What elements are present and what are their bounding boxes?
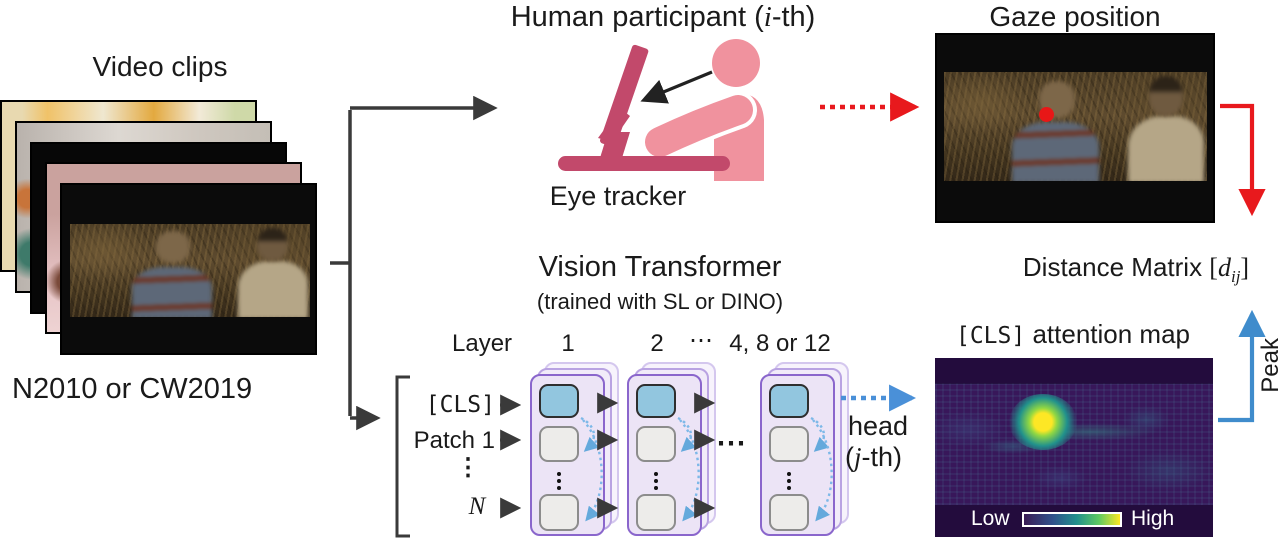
attention-arcs (580, 416, 603, 522)
distance-matrix-label: Distance Matrix [dij] (1022, 252, 1250, 287)
patch-token-1 (539, 426, 579, 462)
head-suffix: -th) (861, 442, 903, 472)
vertical-ellipsis-dots-icon (654, 469, 658, 493)
transformer-block-final (760, 361, 852, 539)
child-left-figure (1012, 122, 1100, 181)
branch-arrow-black (330, 95, 498, 431)
head-index-label: (j-th) (845, 443, 902, 471)
peak-arrow (1218, 309, 1266, 423)
child-right-head (257, 227, 289, 262)
vit-subtitle: (trained with SL or DINO) (536, 289, 784, 314)
child-right-figure (238, 261, 308, 317)
child-right-figure (1128, 115, 1205, 181)
attention-arcs (810, 416, 833, 522)
vertical-ellipsis-dots-icon (557, 469, 561, 493)
transformer-block-layer2 (627, 361, 719, 539)
child-left-figure (132, 266, 212, 317)
cls-token (539, 384, 579, 418)
eye-tracker-icon (558, 39, 764, 181)
child-left-head (156, 231, 190, 264)
gaze-position-title: Gaze position (989, 1, 1161, 32)
layer-tick-3: 4, 8 or 12 (729, 330, 831, 357)
vertical-ellipsis-dots-icon (787, 469, 791, 493)
cls-token-label: [CLS] (426, 392, 495, 417)
colorbar-high-label: High (1131, 507, 1175, 530)
red-gaze-dot-icon (1038, 106, 1054, 122)
attention-title-cls: [CLS] (955, 323, 1026, 349)
attention-arcs (677, 416, 700, 522)
block-front (530, 374, 605, 536)
token-bracket (395, 375, 410, 538)
token-n-label: N (468, 493, 486, 520)
gaze-scene (944, 72, 1207, 181)
patch-token-n (769, 494, 809, 531)
cls-token-text: [CLS] (425, 392, 495, 418)
vit-title: Vision Transformer (538, 251, 782, 283)
dataset-label: N2010 or CW2019 (12, 373, 253, 405)
video-clips-title: Video clips (92, 51, 228, 82)
head-var: j (854, 442, 862, 472)
human-participant-title: Human participant (i-th) (511, 2, 816, 32)
block-front (760, 374, 835, 536)
layer-tick-1: 1 (561, 330, 575, 357)
distance-matrix-text: Distance Matrix (1022, 252, 1210, 282)
patch-token-n (539, 494, 579, 531)
token-input-arrows (500, 394, 522, 519)
video-scene (70, 224, 310, 317)
viridis-colorbar (1022, 512, 1122, 527)
matrix-close-bracket: ] (1240, 253, 1250, 282)
heatmap-texture (935, 383, 1213, 505)
cls-attention-heatmap: Low High (935, 358, 1213, 537)
layer-ellipsis: ⋯ (689, 327, 713, 354)
head-open-paren: ( (845, 442, 854, 472)
heatmap-letterbox-top (935, 358, 1213, 384)
participant-title-suffix: -th) (771, 1, 816, 33)
patch-token-label: Patch 1 (413, 427, 495, 454)
matrix-var: d (1217, 253, 1231, 282)
token-vdots-label: ⋮ (456, 454, 480, 481)
matrix-subscript: ij (1230, 267, 1241, 287)
child-right-head (1149, 76, 1184, 116)
patch-token-1 (636, 426, 676, 462)
patch-token-1 (769, 426, 809, 462)
gaze-frame (935, 33, 1215, 223)
layer-tick-2: 2 (650, 330, 664, 357)
peak-label: Peak (1257, 338, 1280, 393)
cls-token (636, 384, 676, 418)
block-front (627, 374, 702, 536)
head-label: head (848, 411, 909, 441)
attention-map-title: [CLS] attention map (955, 319, 1191, 349)
transformer-block-layer1 (530, 361, 622, 539)
patch-token-n (636, 494, 676, 531)
participant-index-var: i (763, 1, 772, 33)
participant-title-prefix: Human participant ( (510, 1, 764, 33)
colorbar-low-label: Low (971, 507, 1010, 530)
layer-label: Layer (452, 330, 513, 357)
cls-token (769, 384, 809, 418)
between-blocks-ellipsis: ⋯ (716, 427, 748, 460)
gaze-to-matrix-arrow (1220, 103, 1266, 217)
matrix-open-bracket: [ (1209, 253, 1218, 282)
video-frame-front (60, 183, 317, 355)
eye-tracker-label: Eye tracker (549, 181, 687, 211)
attention-title-rest: attention map (1025, 319, 1191, 349)
